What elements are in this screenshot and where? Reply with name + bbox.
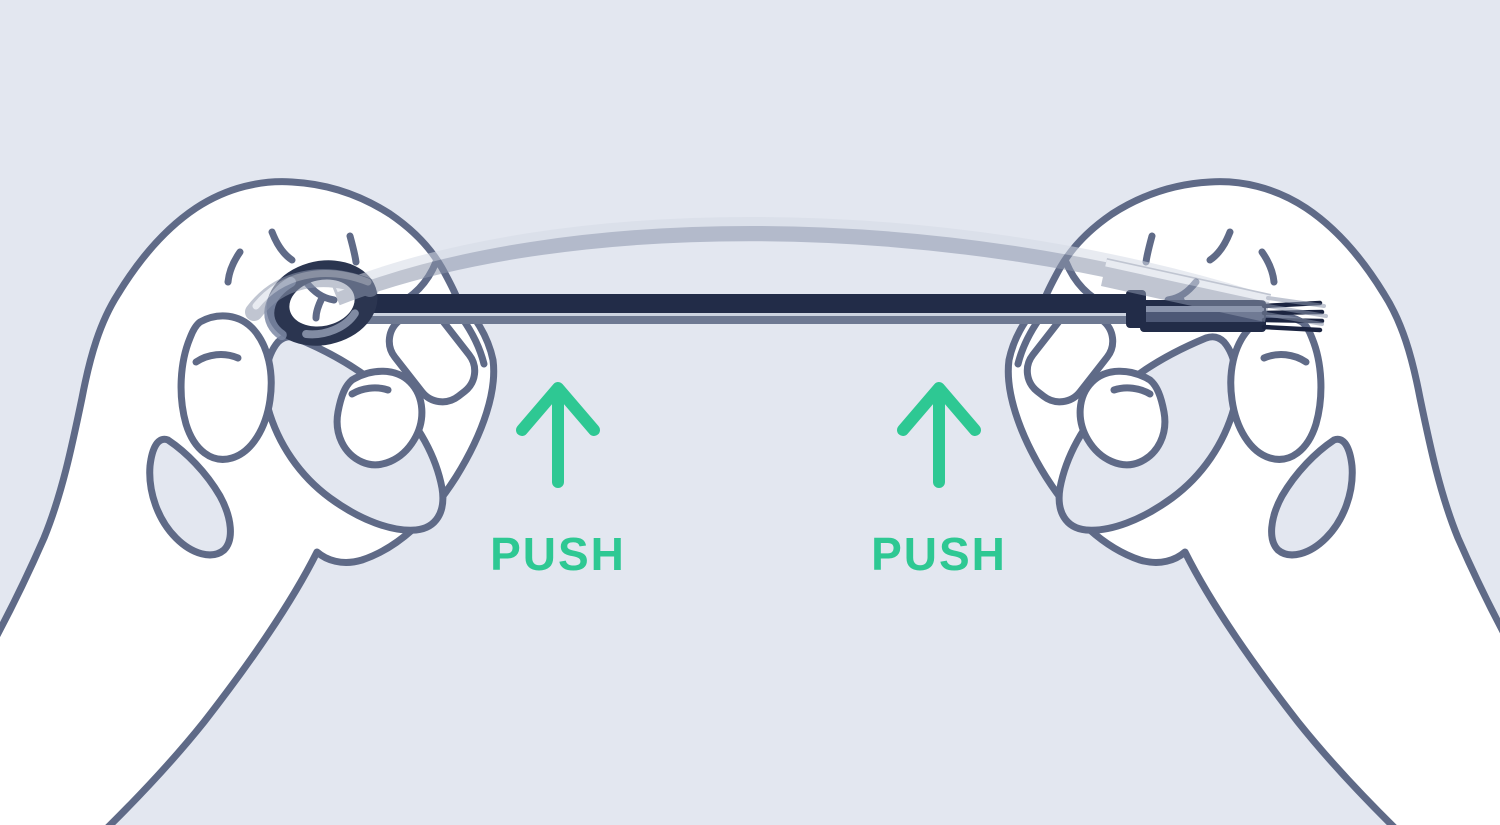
- right-knuckle-crease-3: [1258, 248, 1278, 286]
- left-knuckle-crease-3: [224, 248, 244, 286]
- right-ring-fingertip-crease: [1110, 384, 1154, 398]
- left-middle-fingertip-crease: [192, 351, 242, 366]
- left-ring-fingertip-crease: [348, 384, 392, 398]
- device-ring-highlight-inner: [302, 309, 359, 339]
- device-shaft: [360, 294, 1140, 313]
- ghost-arc-light-band: [334, 216, 1258, 301]
- arrow-head: [897, 382, 981, 436]
- ghost-previous-position: [245, 216, 1328, 326]
- device-shaft-highlight-line: [360, 313, 1140, 316]
- push-label-left: PUSH: [490, 528, 626, 580]
- bristle-4: [1261, 324, 1323, 333]
- left-finger-gap-small: [146, 435, 234, 559]
- left-middle-fingertip: [177, 312, 275, 463]
- ghost-bristle-3: [1264, 312, 1324, 326]
- up-arrow-icon: [516, 382, 600, 488]
- ghost-bristle-2: [1266, 304, 1328, 318]
- right-hand: [1004, 178, 1500, 825]
- right-middle-fingertip: [1227, 312, 1325, 463]
- push-arrow-left: [516, 382, 600, 488]
- right-knuckle-crease-2: [1142, 232, 1156, 266]
- device-brush-head-stripe-mid: [1146, 312, 1264, 322]
- arrow-head: [516, 382, 600, 436]
- left-knuckle-crease-2: [346, 232, 360, 266]
- ghost-bristle-1: [1266, 296, 1326, 308]
- push-label-right: PUSH: [871, 528, 1007, 580]
- ghost-brush-head-light-stripe: [1105, 259, 1271, 303]
- ghost-ring-stub-light: [252, 270, 372, 310]
- device-brush-head-stripe-light: [1146, 306, 1264, 312]
- left-hand: [0, 178, 498, 825]
- up-arrow-icon: [897, 382, 981, 488]
- right-knuckle-crease-1: [1206, 228, 1234, 264]
- left-knuckle-crease-1: [268, 228, 296, 264]
- ghost-bristles: [1264, 296, 1328, 326]
- device-shaft-gray-stripe: [360, 316, 1140, 324]
- right-middle-fingertip-crease: [1260, 351, 1310, 366]
- push-arrow-right: [897, 382, 981, 488]
- right-finger-gap-small: [1268, 435, 1356, 559]
